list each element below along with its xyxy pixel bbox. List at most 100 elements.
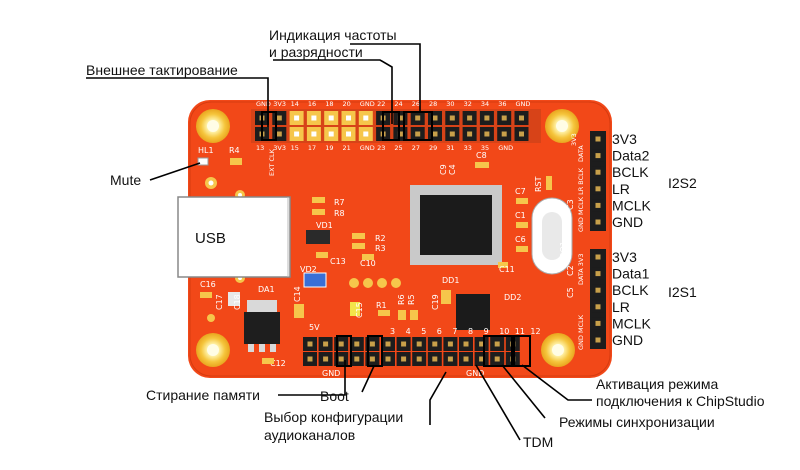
silk-top-label: 20	[343, 100, 351, 108]
i2s1-title: I2S1	[668, 284, 697, 300]
silk-bottom-label: 15	[291, 144, 299, 152]
silk-c15: C15	[355, 302, 364, 318]
i2s-pin-label: BCLK	[612, 282, 649, 298]
i2s-pin-label: 3V3	[612, 131, 637, 147]
callout-erase-memory: Стирание памяти	[146, 387, 260, 403]
silk-c3: C3	[566, 199, 575, 210]
silk-bottom-num: 7	[452, 327, 457, 336]
silk-bottom-num: 6	[437, 327, 442, 336]
callout-tdm: TDM	[523, 434, 553, 450]
silk-rst: RST	[534, 176, 543, 192]
svg-text:DATA 3V3: DATA 3V3	[577, 253, 585, 285]
silk-gnd-bottom: GND	[322, 369, 340, 378]
silk-c9: C9	[439, 164, 448, 175]
silk-r1: R1	[376, 301, 387, 310]
callout-mute: Mute	[110, 172, 141, 188]
bottom-header	[303, 337, 520, 366]
silk-r8: R8	[334, 209, 345, 218]
silk-bottom-label: 27	[412, 144, 420, 152]
silk-bottom-label: 23	[377, 144, 385, 152]
mounting-hole-bl	[196, 333, 230, 367]
silk-r2: R2	[375, 234, 386, 243]
silk-bottom-label: 13	[256, 144, 264, 152]
i2s-pin-label: LR	[612, 299, 630, 315]
i2s-pin-label: GND	[612, 332, 643, 348]
i2s-pin-label: LR	[612, 181, 630, 197]
silk-c19: C19	[431, 294, 440, 310]
silk-r3: R3	[375, 244, 386, 253]
silk-bottom-label: GND	[498, 144, 513, 152]
silk-top-label: 14	[291, 100, 299, 108]
pad-row	[349, 278, 401, 288]
usb-label: USB	[195, 230, 226, 247]
mounting-hole-tl	[196, 109, 230, 143]
silk-gnd-bottom-2: GND	[466, 369, 484, 378]
silk-c17: C17	[215, 294, 224, 310]
silk-c12: C12	[270, 359, 286, 368]
silk-top-label: 3V3	[273, 100, 286, 108]
callout-chipstudio-1: Активация режима	[596, 376, 718, 392]
silk-c5: C5	[566, 287, 575, 298]
mounting-hole-tr	[545, 109, 579, 143]
silk-bottom-num: 4	[406, 327, 411, 336]
silk-top-label: 24	[394, 100, 402, 108]
silk-r7: R7	[334, 198, 345, 207]
silk-c16: C16	[200, 280, 216, 289]
usb-connector	[177, 196, 291, 278]
silk-bottom-label: 21	[343, 144, 351, 152]
silk-bottom-label: GND	[360, 144, 375, 152]
i2s1-header	[590, 249, 606, 349]
svg-text:GND MCLK LR BCLK: GND MCLK LR BCLK	[577, 167, 585, 232]
i2s-pin-label: MCLK	[612, 315, 652, 331]
i2s-pin-label: MCLK	[612, 197, 652, 213]
silk-r5: R5	[407, 294, 416, 305]
silk-bottom-label: 17	[308, 144, 316, 152]
silk-bottom-num: 8	[468, 327, 473, 336]
callout-boot: Boot	[320, 388, 349, 404]
i2s2-header	[590, 131, 606, 231]
callout-lines	[86, 43, 592, 441]
mounting-hole-br	[541, 333, 575, 367]
i2s-pin-label: BCLK	[612, 164, 649, 180]
silk-c2: C2	[566, 265, 575, 276]
silk-top-label: 16	[308, 100, 316, 108]
silk-top-label: 30	[446, 100, 454, 108]
silk-top-label: 36	[498, 100, 506, 108]
silk-ext-clk: EXT CLK	[268, 148, 276, 176]
silk-c13: C13	[330, 257, 346, 266]
silk-hl1: HL1	[198, 146, 214, 155]
silk-c8: C8	[476, 151, 487, 160]
silk-c1: C1	[515, 211, 526, 220]
silk-bottom-label: 3V3	[273, 144, 286, 152]
silk-bottom-label: 31	[446, 144, 454, 152]
svg-text:DATA: DATA	[577, 145, 585, 162]
i2s-pin-label: 3V3	[612, 249, 637, 265]
silk-vd1: VD1	[316, 221, 333, 230]
crystal-bq1	[531, 197, 573, 275]
silk-bottom-num: 9	[484, 327, 489, 336]
silk-top-label: GND	[516, 100, 531, 108]
silk-top-label: GND	[256, 100, 271, 108]
top-header	[251, 109, 541, 143]
silk-bottom-label: 33	[464, 144, 472, 152]
i2s-pin-label: Data1	[612, 266, 650, 282]
callout-audio-config-1: Выбор конфигурации	[264, 409, 403, 425]
silk-bottom-num: 10	[499, 327, 509, 336]
silk-dd1: DD1	[442, 276, 459, 285]
regulator-da1	[244, 300, 280, 352]
silk-bottom-label: 35	[481, 144, 489, 152]
callout-freq-indication-2: и разрядности	[269, 44, 363, 60]
silk-bottom-label: 25	[394, 144, 402, 152]
silk-bottom-num: 12	[530, 327, 540, 336]
chip-dd2	[456, 294, 490, 330]
silk-top-label: 26	[412, 100, 420, 108]
chip-dd1	[410, 185, 502, 265]
silk-r4: R4	[229, 146, 240, 155]
silk-top-label: 34	[481, 100, 489, 108]
callout-ext-clock: Внешнее тактирование	[86, 62, 238, 78]
